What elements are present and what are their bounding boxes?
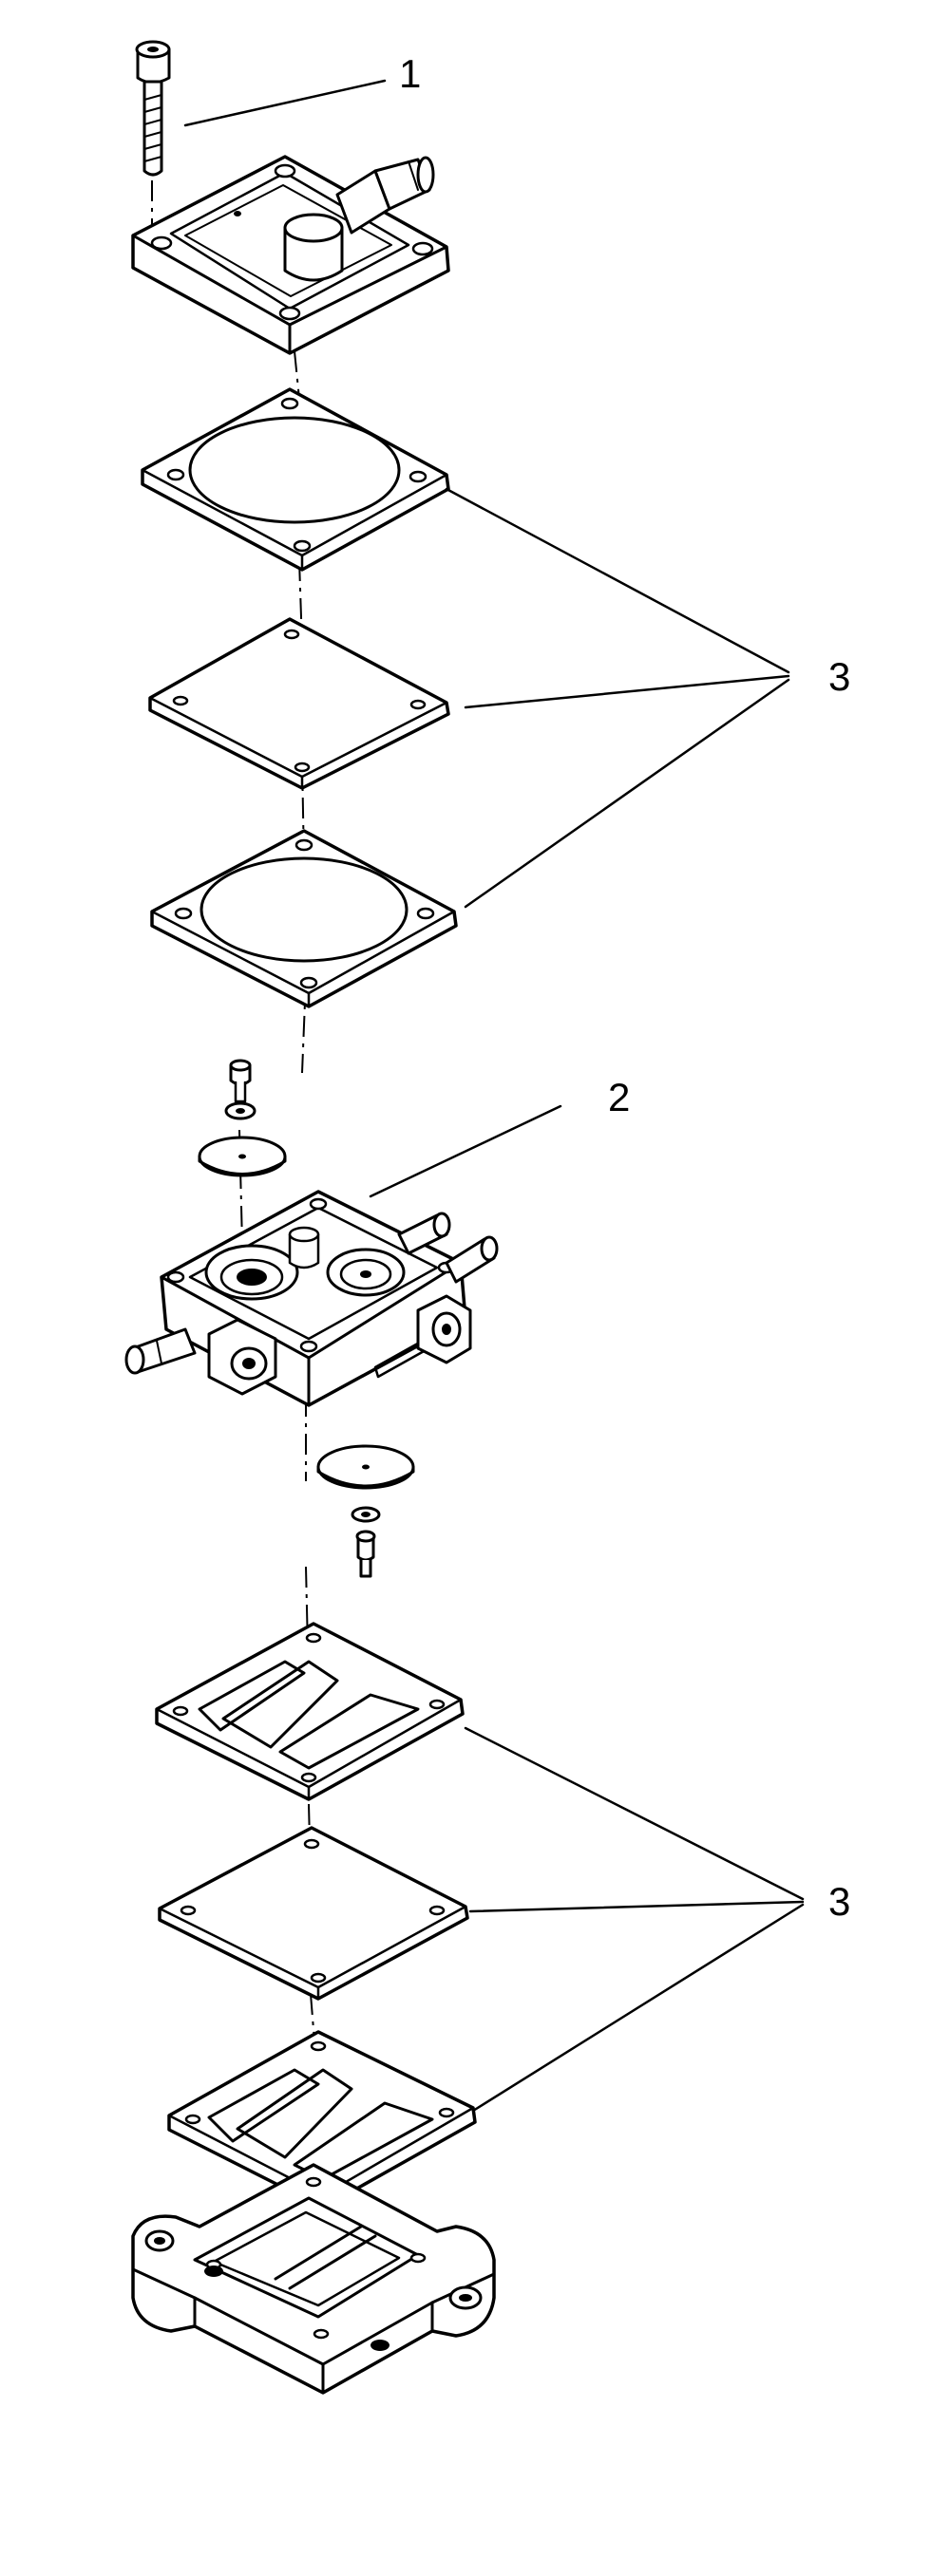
leader-line-3c xyxy=(464,678,790,909)
lower-diaphragm xyxy=(158,1826,469,2001)
callout-3-upper: 3 xyxy=(828,654,850,699)
leader-line-3a xyxy=(445,487,790,674)
lower-gasket-windows-a xyxy=(155,1622,465,1801)
upper-check-valve xyxy=(198,1059,287,1177)
leader-line-3f xyxy=(471,1903,805,2113)
lower-check-valve xyxy=(316,1444,415,1578)
upper-gasket-ring-a xyxy=(141,387,450,572)
leader-line-2 xyxy=(369,1104,562,1198)
upper-diaphragm xyxy=(148,617,450,790)
upper-gasket-ring-b xyxy=(150,829,458,1008)
leader-line-3d xyxy=(464,1726,805,1901)
lower-gasket-windows-b xyxy=(167,2030,477,2209)
pump-body xyxy=(124,1190,499,1407)
leader-line-3b xyxy=(464,674,790,709)
callout-1: 1 xyxy=(399,51,421,96)
callout-3-lower: 3 xyxy=(828,1879,850,1924)
base-plate xyxy=(131,2163,496,2395)
callout-2: 2 xyxy=(608,1075,630,1119)
cap-screw xyxy=(135,40,171,177)
leader-line-3e xyxy=(468,1900,805,1913)
leader-lines xyxy=(183,79,805,2113)
top-cover xyxy=(131,155,450,355)
leader-line-1 xyxy=(183,79,387,127)
